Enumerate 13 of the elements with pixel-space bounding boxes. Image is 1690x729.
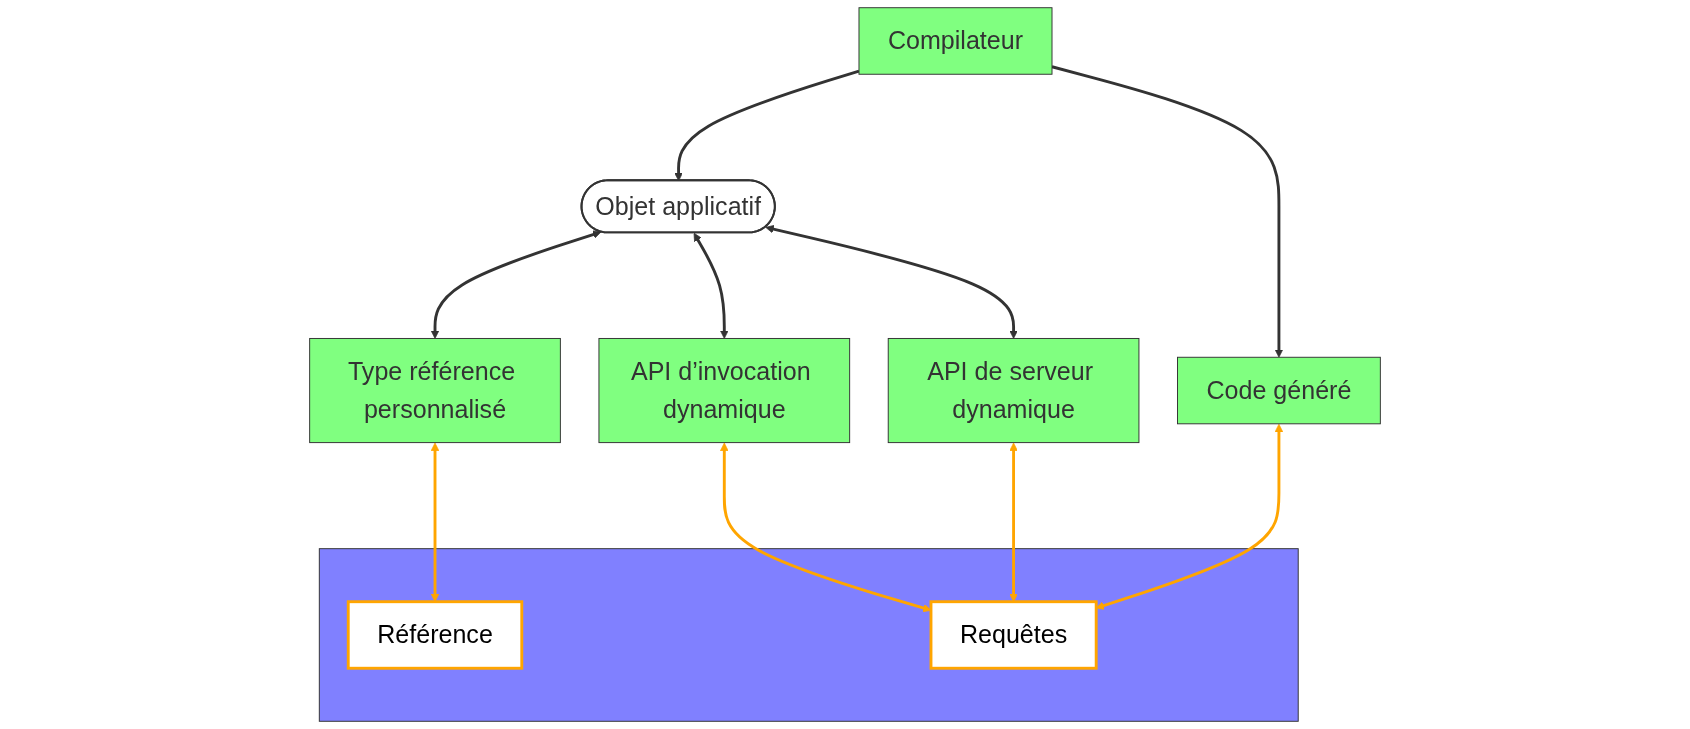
- arrow: [674, 69, 860, 182]
- node-box: Compilateur: [858, 7, 1053, 75]
- node-box: Code généré: [1177, 356, 1381, 425]
- arrow: [430, 230, 602, 339]
- node-box: Référence: [346, 600, 524, 670]
- arrow: [1051, 65, 1284, 358]
- node-box: Type référence personnalisé: [309, 337, 561, 444]
- node-box: API d’invocation dynamique: [598, 337, 851, 444]
- node-box: API de serveur dynamique: [887, 337, 1140, 444]
- cluster: [318, 548, 1299, 722]
- arrow: [693, 232, 729, 339]
- arrow: [765, 225, 1018, 339]
- node-box: Requêtes: [929, 600, 1098, 670]
